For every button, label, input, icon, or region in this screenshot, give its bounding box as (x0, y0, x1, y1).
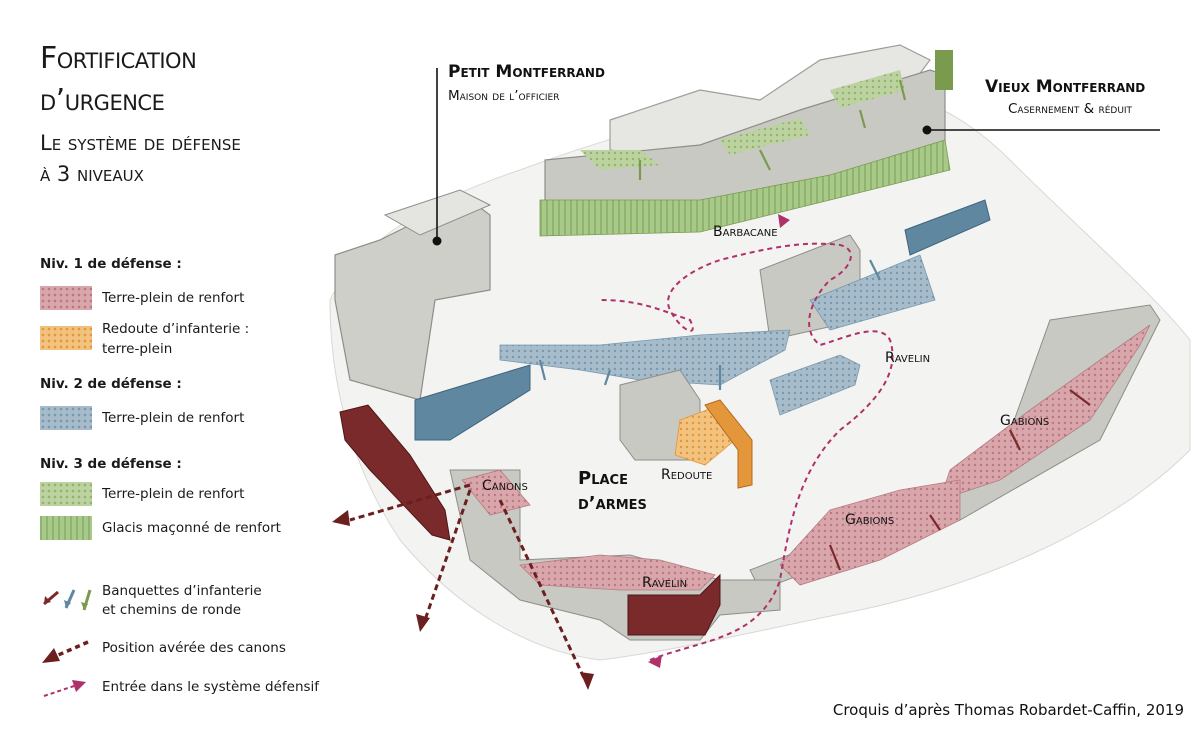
legend-label: Terre-plein de renfort (102, 410, 245, 426)
legend-level2-heading: Niv. 2 de défense : (40, 376, 182, 392)
vieux-leader-dot (922, 125, 932, 135)
legend-item-blue: Terre-plein de renfort (40, 406, 370, 446)
blue-terre-plein (499, 329, 791, 386)
legend-item-entry: Entrée dans le système défensif (40, 674, 370, 714)
legend-label-line1: Banquettes d’infanterie (102, 583, 262, 599)
green-swatch-icon (40, 482, 92, 506)
maroon-ravelin (627, 573, 721, 636)
entry-arrowhead (778, 214, 790, 228)
dashed-arrow-icon (42, 640, 89, 663)
glacis-zone (539, 139, 951, 237)
legend-item-banquettes: Banquettes d’infanterie et chemins de ro… (40, 582, 370, 622)
legend-label-line1: Redoute d’infanterie : (102, 321, 250, 337)
legend-label: Terre-plein de renfort (102, 486, 245, 502)
blue-bastion (809, 254, 936, 331)
pink-swatch-icon (40, 286, 92, 310)
legend-label: Entrée dans le système défensif (102, 679, 320, 695)
ravelin-bottom-label: Ravelin (642, 575, 688, 591)
green-terre-plein (830, 70, 905, 108)
pink-canons (461, 469, 531, 516)
credit: Croquis d’après Thomas Robardet-Caffin, … (832, 701, 1184, 719)
place-armes-line2: d’armes (578, 493, 647, 514)
cannon-arrowhead (416, 614, 430, 632)
orange-swatch-icon (40, 326, 92, 350)
cannon-arrowhead (332, 510, 350, 526)
title-main-line1: Fortification (40, 41, 197, 76)
legend-item-pink: Terre-plein de renfort (40, 286, 370, 326)
legend-label: Position avérée des canons (102, 640, 286, 656)
legend-level1-heading: Niv. 1 de défense : (40, 256, 182, 272)
entry-arrowhead (648, 655, 662, 668)
arrows-icon (43, 589, 92, 611)
legend-label-line2: et chemins de ronde (102, 602, 242, 618)
entry-path (599, 242, 894, 661)
title-main-line2: d’urgence (40, 83, 165, 118)
canons-label: Canons (482, 478, 528, 494)
blue-wall (904, 199, 991, 256)
blue-swatch-icon (40, 406, 92, 430)
pink-ravelin (519, 554, 716, 591)
cannon-arrows (349, 483, 587, 681)
petit-montferrand-title: Petit Montferrand (448, 62, 605, 82)
petit-leader-dot (432, 236, 442, 246)
legend-level3-heading: Niv. 3 de défense : (40, 456, 182, 472)
redoute-label: Redoute (661, 467, 713, 483)
legend-label: Glacis maçonné de renfort (102, 520, 281, 536)
tower (935, 50, 953, 90)
place-armes-line1: Place (578, 468, 628, 489)
maroon-wall-left (339, 404, 451, 541)
vieux-montferrand-sub: Casernement & réduit (1008, 101, 1133, 117)
legend-item-canons: Position avérée des canons (40, 636, 370, 676)
redoute-wall (704, 399, 753, 489)
title-sub-line2: à 3 niveaux (40, 162, 144, 186)
legend-item-glacis: Glacis maçonné de renfort (40, 516, 370, 556)
blue-ravelin (769, 354, 861, 416)
vieux-montferrand-title: Vieux Montferrand (985, 77, 1146, 97)
blue-wall-left (414, 364, 531, 441)
title-sub-line1: Le système de défense (40, 131, 241, 155)
gabions-mid-label: Gabions (845, 512, 895, 528)
banquette-arrows (538, 79, 1091, 571)
pink-terre-plein-mid (779, 479, 961, 586)
legend-item-orange: Redoute d’infanterie : terre-plein (40, 320, 370, 360)
ravelin-top-label: Ravelin (885, 350, 931, 366)
gabions-right-label: Gabions (1000, 413, 1050, 429)
petit-montferrand-sub: Maison de l’officier (448, 88, 560, 104)
legend-label: Terre-plein de renfort (102, 290, 245, 306)
barbacane-label: Barbacane (713, 224, 778, 240)
green-terre-plein (720, 118, 810, 155)
title-block: Fortification d’urgence Le système de dé… (40, 38, 360, 190)
entry-arrow-icon (43, 680, 86, 697)
legend-item-green: Terre-plein de renfort (40, 482, 370, 522)
cannon-arrowhead (580, 672, 594, 690)
glacis-swatch-icon (40, 516, 92, 540)
legend-label-line2: terre-plein (102, 341, 173, 357)
